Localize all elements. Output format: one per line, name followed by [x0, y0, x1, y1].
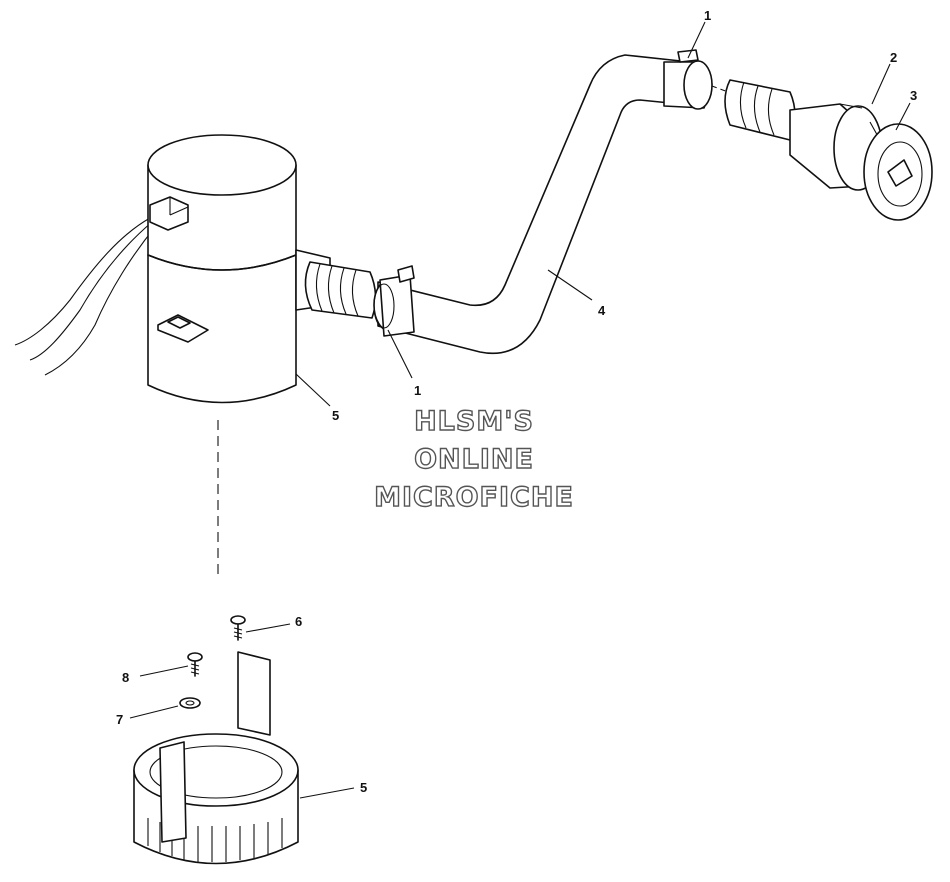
callout-5-strainer: 5 [360, 780, 367, 795]
callout-7-washer: 7 [116, 712, 123, 727]
callout-5-pump: 5 [332, 408, 339, 423]
pump-outlet [295, 249, 377, 319]
callout-4-hose: 4 [598, 303, 606, 318]
strainer-base [133, 651, 299, 865]
callout-3-flange: 3 [910, 88, 917, 103]
leader-lines [129, 21, 911, 799]
watermark-line-2: ONLINE [414, 444, 534, 475]
hose-clamp-upper [663, 49, 713, 110]
thru-hull-fitting [724, 79, 933, 221]
callout-6-screw: 6 [295, 614, 302, 629]
washer-7 [179, 697, 201, 709]
watermark-line-1: HLSM'S [414, 406, 534, 437]
hose-clamp-lower [373, 265, 415, 337]
callout-2-nut: 2 [890, 50, 897, 65]
callout-1-clamp-top: 1 [704, 8, 711, 23]
callout-8-screw: 8 [122, 670, 129, 685]
watermark-line-3: MICROFICHE [374, 482, 574, 513]
pump-body [14, 134, 297, 404]
screw-8 [187, 652, 203, 677]
callout-1-clamp-bottom: 1 [414, 383, 421, 398]
screw-6 [230, 615, 246, 641]
discharge-hose [377, 54, 691, 354]
